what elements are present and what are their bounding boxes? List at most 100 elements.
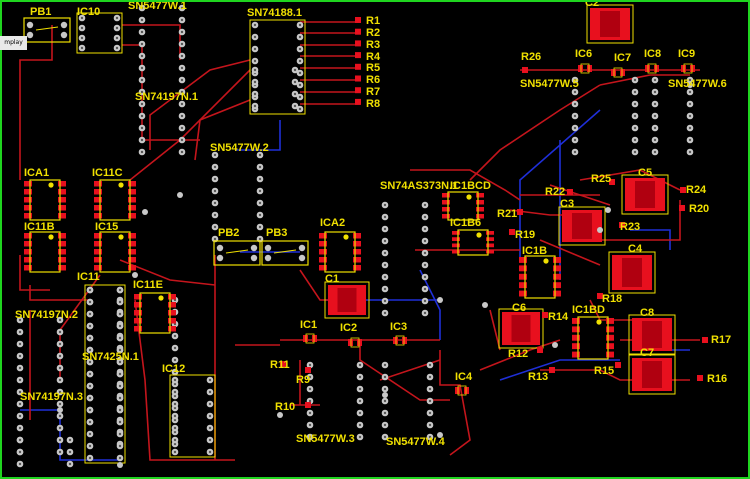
label-ic1bd: IC1BD <box>572 304 605 316</box>
label-ic1b: IC1B <box>522 245 547 257</box>
capacitor-c1 <box>324 281 370 319</box>
resistor-pad-r26 <box>522 67 528 73</box>
label-res-r26: R26 <box>521 51 541 63</box>
resistor-pad-r20 <box>679 205 685 211</box>
part-ic8 <box>645 63 659 74</box>
label-cap-ic3: IC3 <box>390 321 407 333</box>
chip-ic1b <box>519 255 561 299</box>
label-cap-ic8: IC8 <box>644 48 661 60</box>
part-ic3 <box>393 335 407 346</box>
label-sn5477w5: SN5477W.5 <box>520 78 579 90</box>
corner-badge: mplay <box>0 36 27 50</box>
label-ic11c: IC11C <box>92 167 123 179</box>
capacitor-c6 <box>498 308 544 349</box>
label-sn74188: SN74188.1 <box>247 7 302 19</box>
chip-sn5477w4 <box>381 361 434 441</box>
label-res-r8: R8 <box>366 98 380 110</box>
label-sn5477w4: SN5477W.4 <box>386 436 446 448</box>
label-res-r2: R2 <box>366 27 380 39</box>
label-cap-c3: C3 <box>560 198 574 210</box>
resistor-pad-r6 <box>355 75 361 82</box>
resistor-pad-r4 <box>355 52 361 59</box>
resistor-pad-r7 <box>355 87 361 94</box>
capacitor-c4 <box>608 251 656 294</box>
label-cap-c5: C5 <box>638 167 652 179</box>
label-res-r3: R3 <box>366 39 380 51</box>
label-sn74197n1: SN74197N.1 <box>135 91 198 103</box>
label-res-r22: R22 <box>545 186 565 198</box>
label-sn74197n3: SN74197N.3 <box>20 391 83 403</box>
part-ic2 <box>348 337 362 348</box>
chip-sn5477w1 <box>138 4 186 156</box>
capacitor-c2 <box>586 4 634 44</box>
label-res-r9: R9 <box>296 374 310 386</box>
chip-ic12 <box>169 374 216 458</box>
chip-ic11 <box>84 284 126 464</box>
capacitor-c8 <box>628 314 676 355</box>
label-ic15: IC15 <box>95 221 118 233</box>
resistor-pad-r9 <box>305 367 311 373</box>
part-ic1 <box>303 333 317 344</box>
label-res-r4: R4 <box>366 51 381 63</box>
label-cap-ic1: IC1 <box>300 319 317 331</box>
label-res-r21: R21 <box>497 208 517 220</box>
label-res-r6: R6 <box>366 74 380 86</box>
label-ic10: IC10 <box>77 6 100 18</box>
capacitor-c5 <box>621 174 669 215</box>
resistor-pad-r8 <box>355 98 361 105</box>
label-pb3: PB3 <box>266 227 287 239</box>
chip-ic11e <box>134 292 176 334</box>
label-ica2: ICA2 <box>320 217 345 229</box>
label-sn5477w6: SN5477W.6 <box>668 78 727 90</box>
label-pb2: PB2 <box>218 227 239 239</box>
label-res-r12: R12 <box>508 348 528 360</box>
chip-ic1bd <box>572 316 614 360</box>
chip-sn74197n3 <box>16 316 64 456</box>
resistor-pad-r25 <box>609 179 615 185</box>
label-cap-c2: C2 <box>585 0 599 9</box>
label-cap-c6: C6 <box>512 302 526 314</box>
resistor-pad-r18 <box>597 293 603 299</box>
resistor-pad-r17 <box>702 337 708 343</box>
label-sn5477w1: SN5477W.1 <box>128 0 187 12</box>
label-cap-c1: C1 <box>325 273 339 285</box>
label-sn7425n1: SN7425N.1 <box>82 351 139 363</box>
label-res-r16: R16 <box>707 373 727 385</box>
chip-sn74197n1 <box>251 66 299 110</box>
chip-ica2 <box>319 231 361 273</box>
label-ic12: IC12 <box>162 363 185 375</box>
chip-ic1bcd <box>442 191 484 221</box>
chip-sn5477w6 <box>651 76 694 156</box>
capacitor-c7 <box>628 354 676 395</box>
chip-ic15 <box>94 231 136 273</box>
part-ic7 <box>611 67 625 78</box>
chip-ica1 <box>24 179 66 221</box>
label-res-r11: R11 <box>270 359 290 371</box>
resistor-pad-r16 <box>697 375 703 381</box>
label-cap-c4: C4 <box>628 243 643 255</box>
chip-sn74197n3b <box>16 436 74 468</box>
label-res-r18: R18 <box>602 293 622 305</box>
label-cap-ic6: IC6 <box>575 48 592 60</box>
resistor-pad-r12 <box>537 347 543 353</box>
pushbutton-pb3 <box>261 240 309 266</box>
label-res-r15: R15 <box>594 365 614 377</box>
label-cap-ic2: IC2 <box>340 322 357 334</box>
chip-ic11c <box>94 179 136 221</box>
capacitor-c3 <box>558 206 606 246</box>
pushbutton-pb1 <box>23 17 71 43</box>
resistor-pad-r14 <box>542 312 548 318</box>
resistor-pad-r24 <box>680 187 686 193</box>
label-sn5477w2: SN5477W.2 <box>210 142 269 154</box>
label-ic1b6: IC1B6 <box>450 217 481 229</box>
label-res-r23: R23 <box>620 221 640 233</box>
label-res-r25: R25 <box>591 173 611 185</box>
part-ic9 <box>681 63 695 74</box>
pushbutton-pb2 <box>213 240 261 266</box>
label-res-r1: R1 <box>366 15 380 27</box>
label-res-r13: R13 <box>528 371 548 383</box>
label-res-r10: R10 <box>275 401 295 413</box>
label-ic11b: IC11B <box>24 221 55 233</box>
label-cap-c7: C7 <box>640 347 654 359</box>
label-res-r7: R7 <box>366 86 380 98</box>
